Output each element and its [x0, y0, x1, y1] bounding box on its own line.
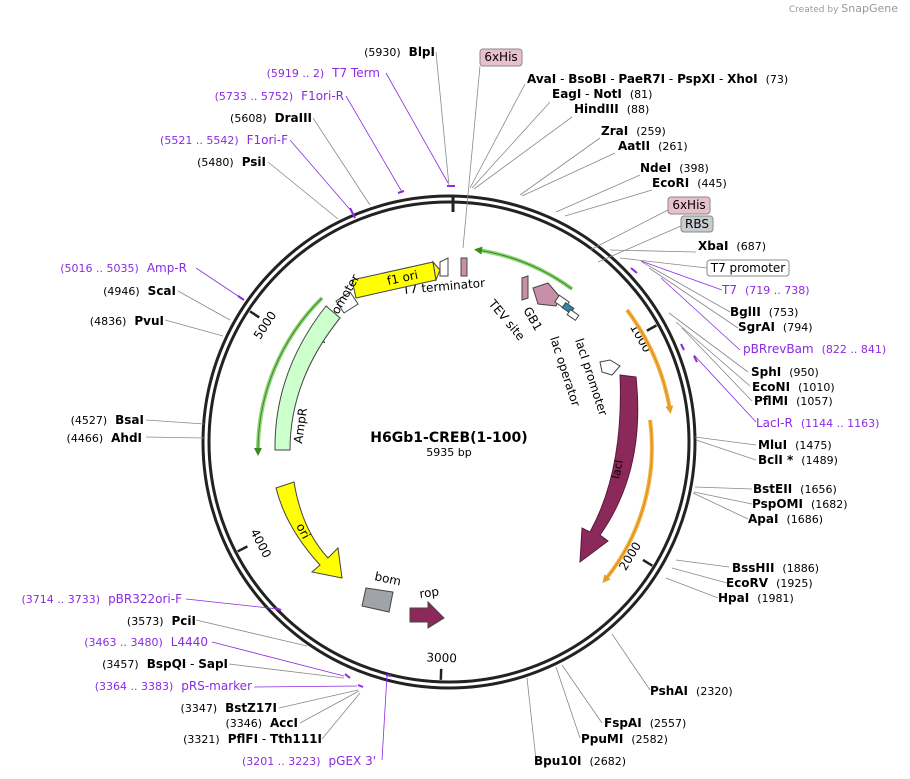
primer-label-6: (5016 .. 5035)Amp-R [60, 261, 187, 275]
right-site-labels: AvaI - BsoBI - PaeR7I - PspXI - XhoI(73)… [527, 72, 886, 768]
f1-ori-label: f1 ori [386, 268, 420, 288]
ampr-green-arrow [253, 297, 323, 456]
enzyme-label-5: NdeI(398) [640, 161, 709, 175]
enzyme-label-10: (4466)AhdI [67, 431, 142, 445]
top-green-arrow [474, 246, 573, 290]
rbs-label: RBS [685, 217, 709, 231]
primer-label-13: (3463 .. 3480)L4440 [84, 635, 208, 649]
plasmid-size: 5935 bp [426, 446, 471, 459]
enzyme-label-9: BglII(753) [730, 305, 798, 319]
leader-lines [145, 51, 757, 761]
backbone [201, 194, 697, 690]
plasmid-title: H6Gb1-CREB(1-100) [370, 430, 527, 446]
bom-label: bom [373, 569, 402, 588]
enzyme-label-5: (5480)PsiI [197, 155, 266, 169]
bom-box [361, 587, 394, 613]
credit-prefix: Created by [788, 5, 839, 15]
callout-6xhis-top: 6xHis [479, 48, 523, 67]
enzyme-label-27: Bpu10I(2682) [534, 754, 626, 768]
enzyme-label-18: BstEII(1656) [753, 482, 837, 496]
enzyme-label-0: AvaI - BsoBI - PaeR7I - PspXI - XhoI(73) [527, 72, 788, 86]
his-right-label: 6xHis [672, 198, 705, 212]
enzyme-label-17: (3346)AccI [225, 716, 298, 730]
enzyme-label-13: EcoNI(1010) [752, 380, 835, 394]
bp-tick-label-4000: 4000 [247, 527, 273, 561]
enzyme-label-7: XbaI(687) [698, 239, 766, 253]
enzyme-label-4: AatII(261) [618, 139, 688, 153]
lacI-orange-arrow-1 [626, 309, 674, 414]
enzyme-label-1: EagI - NotI(81) [552, 87, 652, 101]
ori-arrow [275, 481, 343, 579]
primer-label-1: (5919 .. 2)T7 Term [267, 66, 380, 80]
rop-arrow [409, 600, 445, 629]
primer-label-15: LacI-R(1144 .. 1163) [756, 416, 879, 430]
callout-rbs: RBS [680, 215, 714, 233]
enzyme-label-22: EcoRV(1925) [726, 576, 813, 590]
ampr-arrow [274, 305, 341, 451]
primer-label-11: (3714 .. 3733)pBR322ori-F [22, 592, 183, 606]
bp-tick-5000 [249, 310, 260, 319]
enzyme-label-19: PspOMI(1682) [752, 497, 848, 511]
left-site-labels: (5930)BlpI (5919 .. 2)T7 Term (5733 .. 575… [22, 45, 436, 768]
primer-label-11: pBRrevBam(822 .. 841) [743, 342, 886, 356]
lacI-promoter-arrow [599, 359, 621, 376]
rbs-box [566, 308, 580, 322]
callout-6xhis-right: 6xHis [667, 196, 711, 215]
lacI-orange-arrow-2 [602, 419, 653, 584]
snapgene-credit: Created by SnapGene [789, 2, 898, 15]
tev-site-label: TEV site [485, 296, 528, 343]
ampr-promoter-arrow [335, 291, 359, 314]
rop-label: rop [418, 584, 439, 601]
ori-label: ori [293, 521, 313, 541]
bp-tick-1000 [646, 324, 658, 332]
enzyme-label-12: SphI(950) [751, 365, 819, 379]
his-tag-box [521, 275, 529, 301]
enzyme-label-18: (3321)PflFI - Tth111I [183, 732, 322, 746]
lacI-arrow [579, 374, 639, 564]
bp-tick-label-3000: 3000 [426, 650, 457, 665]
t7-term-box [460, 257, 468, 277]
t7-promoter-label: T7 promoter [710, 261, 786, 275]
enzyme-label-10: SgrAI(794) [738, 320, 813, 334]
bp-tick-2000 [642, 558, 653, 567]
enzyme-label-16: MluI(1475) [758, 438, 832, 452]
enzyme-label-25: FspAI(2557) [604, 716, 686, 730]
enzyme-label-3: (5608)DraIII [230, 111, 312, 125]
enzyme-label-8: (4836)PvuI [90, 314, 164, 328]
enzyme-label-6: EcoRI(445) [652, 176, 727, 190]
enzyme-label-21: BssHII(1886) [732, 561, 819, 575]
bp-tick-4000 [237, 545, 248, 553]
enzyme-label-7: (4946)ScaI [103, 284, 176, 298]
enzyme-label-23: HpaI(1981) [718, 591, 794, 605]
enzyme-label-12: (3573)PciI [127, 614, 196, 628]
snapgene-logo: SnapGene [841, 2, 898, 15]
f1-ori-head [432, 260, 441, 282]
enzyme-label-17: BclI *(1489) [758, 453, 838, 467]
his-top-label: 6xHis [484, 50, 517, 64]
primer-label-19: (3201 .. 3223)pGEX 3' [242, 754, 376, 768]
enzyme-label-24: PshAI(2320) [650, 684, 733, 698]
enzyme-label-3: ZraI(259) [601, 124, 666, 138]
enzyme-label-20: ApaI(1686) [748, 512, 823, 526]
enzyme-label-9: (4527)BsaI [71, 413, 144, 427]
enzyme-label-2: HindIII(88) [574, 102, 649, 116]
enzyme-label-14: (3457)BspQI - SapI [102, 657, 228, 671]
primer-label-8: T7(719 .. 738) [721, 283, 810, 297]
enzyme-label-14: PflMI(1057) [754, 394, 833, 408]
primer-label-2: (5733 .. 5752)F1ori-R [215, 89, 344, 103]
ampr-label: AmpR [291, 407, 310, 444]
primer-label-4: (5521 .. 5542)F1ori-F [160, 133, 288, 147]
t7-term-arrow [439, 257, 449, 277]
enzyme-label-0: (5930)BlpI [364, 45, 435, 59]
primer-label-15: (3364 .. 3383)pRS-marker [95, 679, 252, 693]
enzyme-label-16: (3347)BstZ17I [181, 701, 277, 715]
enzyme-label-26: PpuMI(2582) [581, 732, 668, 746]
lacI-label: lacI [609, 459, 625, 480]
callout-t7-promoter: T7 promoter [706, 259, 790, 277]
